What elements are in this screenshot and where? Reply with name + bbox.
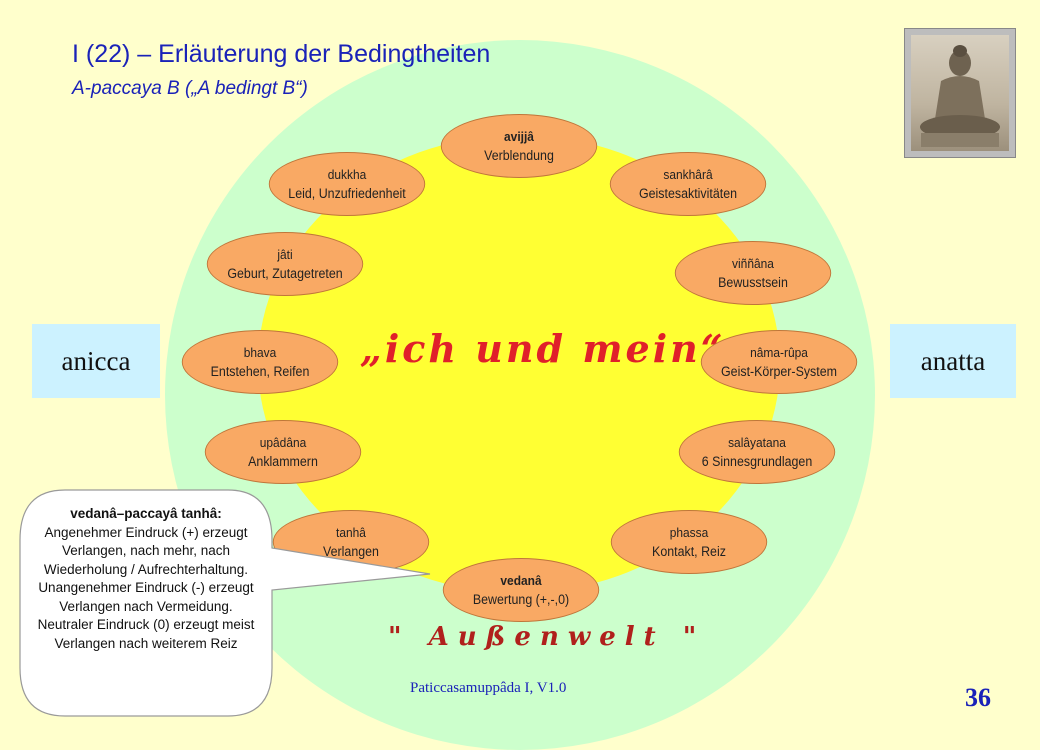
node-term: dukkha <box>327 167 367 182</box>
node-meaning: Geistesaktivitäten <box>638 186 738 201</box>
node-salayatana: salâyatana 6 Sinnesgrundlagen <box>678 420 836 484</box>
buddha-picture <box>911 35 1009 151</box>
node-meaning: Entstehen, Reifen <box>210 364 310 379</box>
node-dukkha: dukkha Leid, Unzufriedenheit <box>268 152 426 216</box>
node-sankhara: sankhârâ Geistesaktivitäten <box>609 152 767 216</box>
node-term: viññâna <box>732 256 774 271</box>
node-meaning: Geist-Körper-System <box>721 364 837 379</box>
callout-body: Angenehmer Eindruck (+) erzeugt Verlange… <box>37 524 255 651</box>
anatta-box: anatta <box>890 324 1016 398</box>
node-term: phassa <box>669 525 709 540</box>
node-bhava: bhava Entstehen, Reifen <box>181 330 339 394</box>
buddha-image <box>904 28 1016 158</box>
node-vedana: vedanâ Bewertung (+,-,0) <box>442 558 600 622</box>
node-term: nâma-rûpa <box>750 345 808 360</box>
node-nama-rupa: nâma-rûpa Geist-Körper-System <box>700 330 858 394</box>
callout-bubble <box>19 489 431 717</box>
buddha-figure-icon <box>920 45 1000 147</box>
node-upadana: upâdâna Anklammern <box>204 420 362 484</box>
node-meaning: Verblendung <box>484 148 554 163</box>
node-meaning: Bewertung (+,-,0) <box>472 592 570 607</box>
node-term: avijjâ <box>504 129 534 144</box>
node-term: salâyatana <box>728 435 786 450</box>
node-term: vedanâ <box>500 573 542 588</box>
node-meaning: Geburt, Zutagetreten <box>227 266 343 281</box>
page-number: 36 <box>965 683 991 712</box>
node-term: jâti <box>277 247 293 262</box>
node-meaning: Bewusstsein <box>718 275 788 290</box>
node-jati: jâti Geburt, Zutagetreten <box>206 232 364 296</box>
node-term: upâdâna <box>259 435 307 450</box>
node-avijja: avijjâ Verblendung <box>440 114 598 178</box>
node-vinnana: viññâna Bewusstsein <box>674 241 832 305</box>
callout-content: vedanâ–paccayâ tanhâ: Angenehmer Eindruc… <box>32 505 260 653</box>
node-term: tanhâ <box>336 525 366 540</box>
node-meaning: Leid, Unzufriedenheit <box>288 186 406 201</box>
node-phassa: phassa Kontakt, Reiz <box>610 510 768 574</box>
node-meaning: Verlangen <box>323 544 379 559</box>
anicca-box: anicca <box>32 324 160 398</box>
footer-text: Paticcasamuppâda I, V1.0 <box>410 680 567 696</box>
outer-world-label: " Außenwelt " <box>388 622 706 652</box>
center-label: „ich und mein“ <box>360 326 726 371</box>
page-title: I (22) – Erläuterung der Bedingtheiten <box>72 40 491 68</box>
node-meaning: Anklammern <box>248 454 318 469</box>
callout-heading: vedanâ–paccayâ tanhâ: <box>70 506 222 521</box>
node-meaning: 6 Sinnesgrundlagen <box>701 454 813 469</box>
node-term: sankhârâ <box>663 167 713 182</box>
page-subtitle: A-paccaya B („A bedingt B“) <box>72 78 308 99</box>
node-term: bhava <box>243 345 277 360</box>
node-meaning: Kontakt, Reiz <box>652 544 726 559</box>
